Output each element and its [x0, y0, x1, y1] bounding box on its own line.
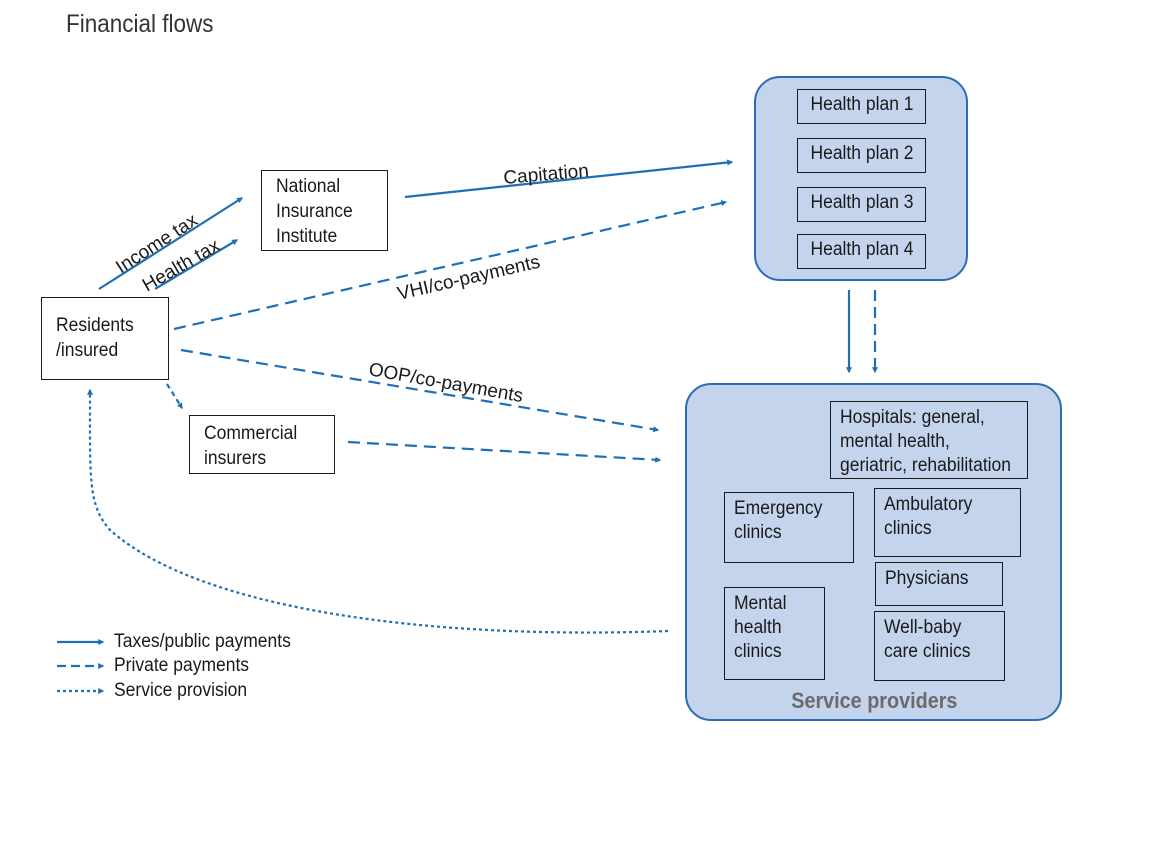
- health-plan-1: Health plan 1: [797, 89, 926, 124]
- diagram-title: Financial flows: [66, 10, 214, 38]
- health-plan-2-label: Health plan 2: [809, 143, 914, 164]
- nii-label: National Insurance Institute: [276, 176, 353, 247]
- legend-taxes-text: Taxes/public payments: [114, 631, 291, 652]
- vhi-arrow: [173, 200, 728, 331]
- mental-health-clinics-label: Mental health clinics: [734, 593, 787, 662]
- capitation-label: Capitation: [503, 161, 590, 189]
- mental-health-clinics-box: Mental health clinics: [724, 587, 825, 680]
- ambulatory-clinics-label: Ambulatory clinics: [884, 494, 973, 539]
- vhi-label: VHI/co-payments: [395, 252, 542, 305]
- ambulatory-clinics-box: Ambulatory clinics: [874, 488, 1021, 557]
- legend-private-label: Private payments: [114, 655, 261, 677]
- health-plan-4-label: Health plan 4: [809, 239, 914, 260]
- well-baby-clinics-label: Well-baby care clinics: [884, 617, 971, 662]
- health-plan-3: Health plan 3: [797, 187, 926, 222]
- legend-service-text: Service provision: [114, 680, 248, 701]
- physicians-box: Physicians: [875, 562, 1003, 606]
- oop-arrow: [180, 348, 660, 433]
- capitation-arrow: [404, 159, 734, 199]
- commercial-to-providers-arrow: [347, 440, 662, 463]
- commercial-insurers-label: Commercial insurers: [204, 423, 298, 469]
- legend-taxes-label: Taxes/public payments: [114, 631, 306, 653]
- health-plan-1-label: Health plan 1: [809, 94, 914, 115]
- health-plan-2: Health plan 2: [797, 138, 926, 173]
- health-tax-arrow: [154, 239, 239, 290]
- hospitals-box: Hospitals: general, mental health, geria…: [830, 401, 1028, 479]
- physicians-label: Physicians: [885, 568, 969, 589]
- health-plan-3-label: Health plan 3: [809, 192, 914, 213]
- service-providers-label-text: Service providers: [790, 688, 958, 713]
- legend-service-label: Service provision: [114, 680, 259, 702]
- residents-to-commercial-arrow: [166, 383, 183, 410]
- well-baby-clinics-box: Well-baby care clinics: [874, 611, 1005, 681]
- oop-label: OOP/co-payments: [367, 359, 525, 407]
- commercial-insurers-box: Commercial insurers: [189, 415, 335, 474]
- emergency-clinics-label: Emergency clinics: [734, 498, 823, 543]
- service-providers-label: Service providers: [686, 688, 1062, 714]
- legend-private-text: Private payments: [114, 655, 250, 676]
- residents-box: Residents /insured: [41, 297, 169, 380]
- residents-label: Residents /insured: [56, 315, 134, 361]
- hospitals-label: Hospitals: general, mental health, geria…: [840, 407, 1012, 476]
- emergency-clinics-box: Emergency clinics: [724, 492, 854, 563]
- health-plan-4: Health plan 4: [797, 234, 926, 269]
- nii-box: National Insurance Institute: [261, 170, 388, 251]
- income-tax-arrow: [98, 197, 244, 290]
- service-provision-arrow: [86, 388, 669, 634]
